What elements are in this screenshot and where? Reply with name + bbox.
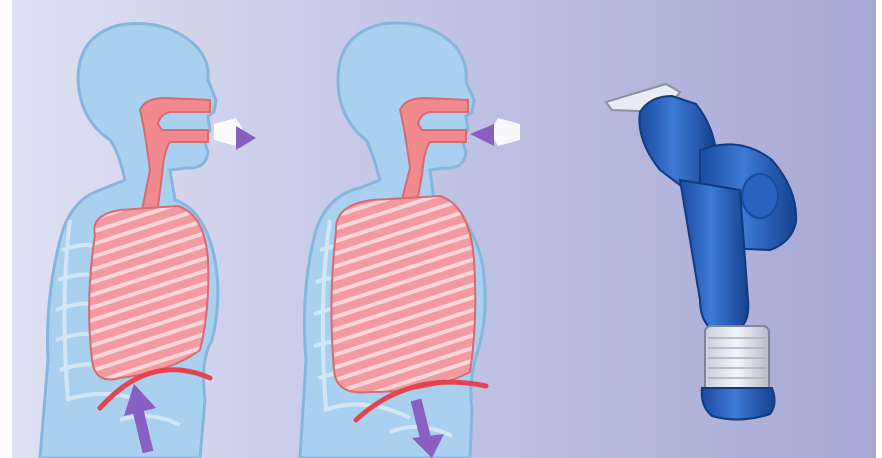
lung [331, 196, 475, 393]
device-chamber [705, 326, 769, 392]
lung [89, 206, 208, 380]
right-border [876, 0, 882, 458]
device-base [702, 388, 775, 420]
device-dial [742, 174, 778, 218]
left-border [0, 0, 12, 458]
